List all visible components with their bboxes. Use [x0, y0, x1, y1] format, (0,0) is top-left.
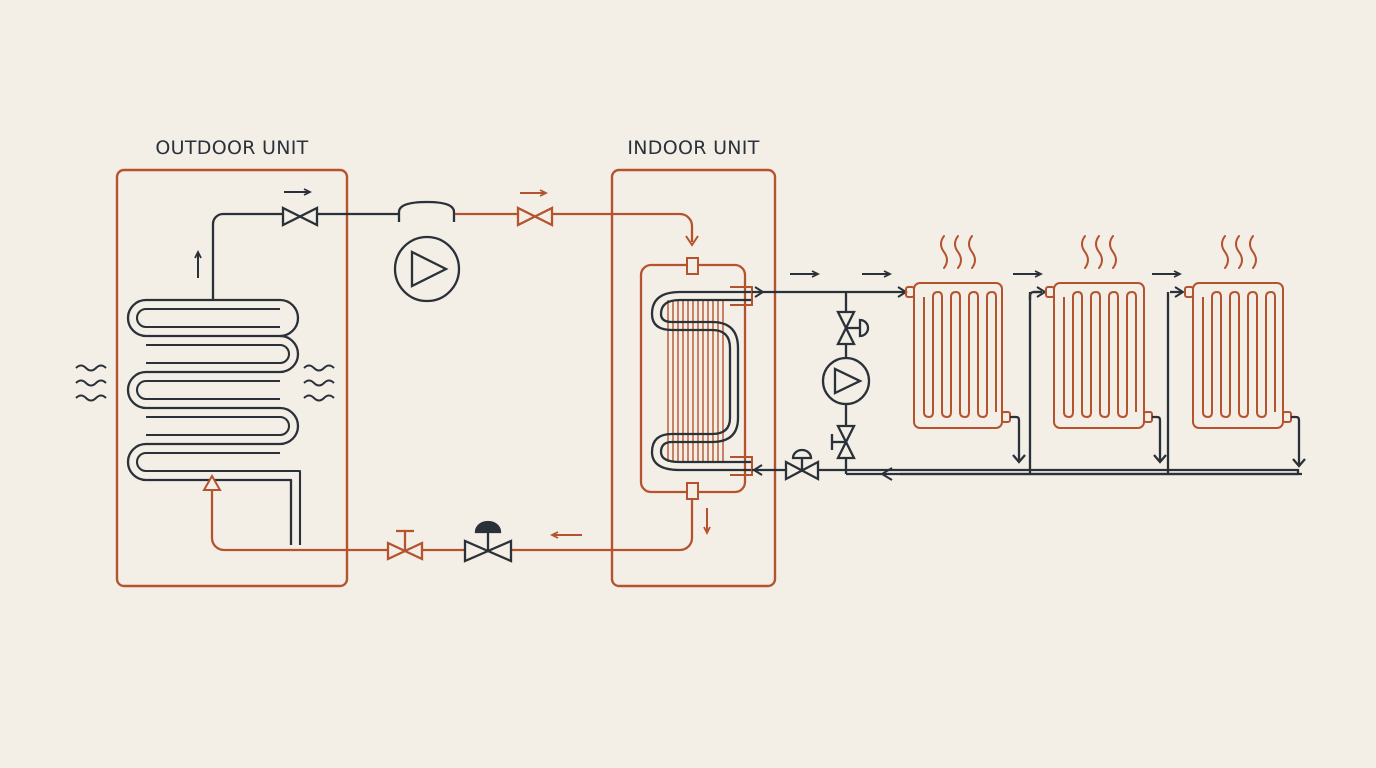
expansion-valve-icon — [516, 206, 554, 227]
bypass-valve-top — [836, 310, 870, 346]
flow-arrow-down-hot — [685, 235, 699, 247]
heat-waves-icon — [940, 235, 1257, 269]
flow-arrow-left-return — [880, 467, 893, 481]
service-valve-icon-hydronic — [784, 448, 820, 481]
return-inlet-arrows — [752, 464, 763, 476]
indoor-unit-label: INDOOR UNIT — [627, 137, 760, 159]
radiator-icon-2 — [1045, 282, 1153, 429]
liquid-line — [210, 490, 694, 552]
outdoor-unit-label: OUTDOOR UNIT — [155, 137, 309, 159]
heat-exchanger — [639, 257, 753, 500]
bypass-valve-bottom — [830, 424, 856, 460]
radiator-return-drops — [1010, 415, 1306, 468]
service-valve-icon-return — [386, 529, 424, 561]
outdoor-unit-enclosure — [115, 168, 349, 588]
indoor-unit-enclosure — [610, 168, 777, 588]
radiator-icon-1 — [905, 282, 1011, 429]
air-flow-icon — [75, 364, 335, 402]
flow-arrow-up-return — [202, 473, 222, 491]
service-valve-icon — [281, 206, 319, 227]
compressor-icon — [393, 200, 461, 303]
suction-line — [211, 212, 282, 300]
circulation-pump-icon — [821, 356, 871, 406]
expansion-valve-icon-main — [463, 520, 513, 563]
hot-discharge-line — [455, 212, 694, 242]
evaporator-coil — [126, 298, 302, 545]
radiator-icon-3 — [1184, 282, 1292, 429]
